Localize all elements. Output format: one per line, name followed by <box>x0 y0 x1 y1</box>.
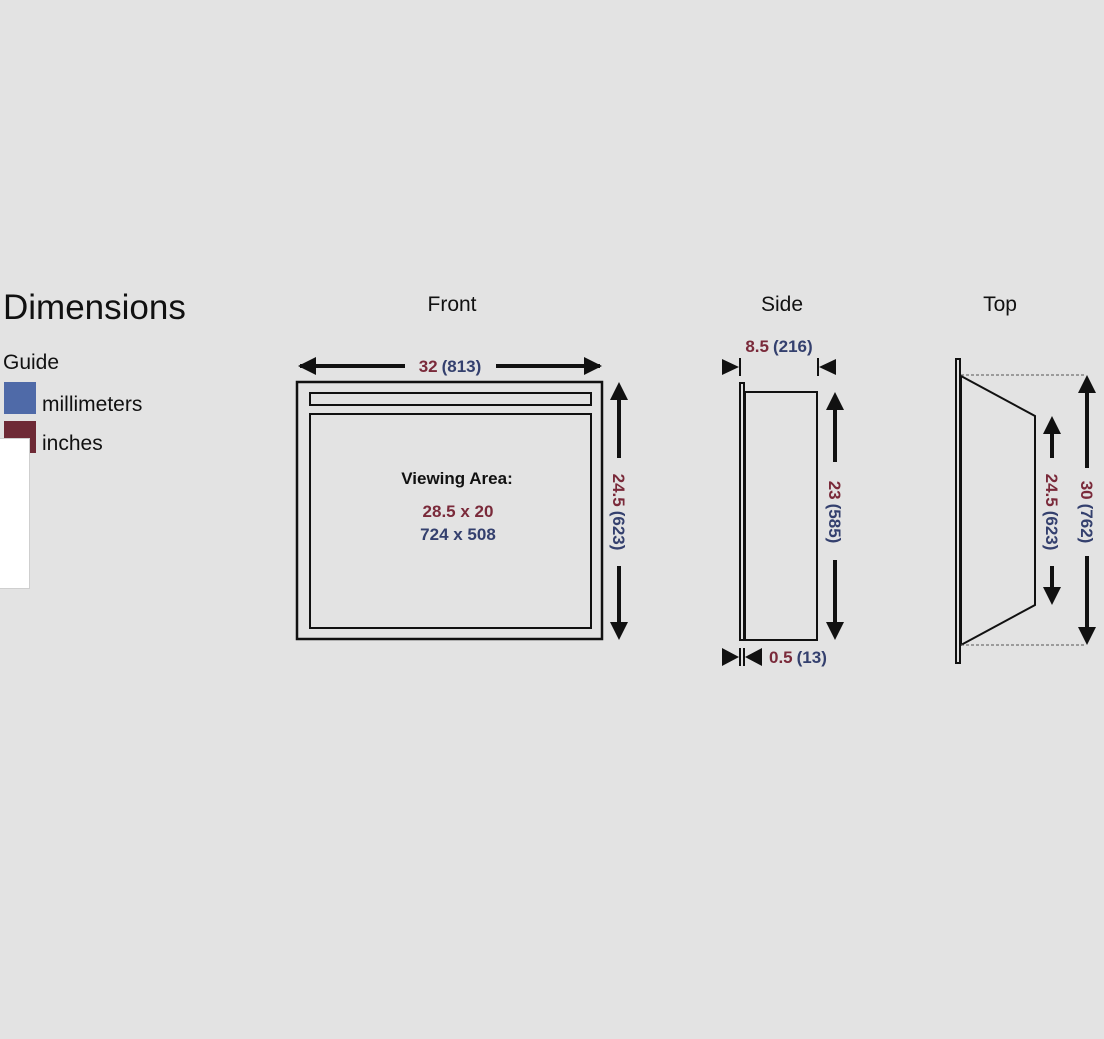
viewing-area-label: Viewing Area: <box>401 469 512 488</box>
viewing-area-inches: 28.5 x 20 <box>423 502 494 521</box>
front-width-arrowhead-right <box>584 357 602 375</box>
viewing-area-millimeters: 724 x 508 <box>420 525 496 544</box>
legend-millimeters: millimeters <box>42 393 143 416</box>
side-trim-label: 0.5(13) <box>769 648 827 667</box>
front-outer-frame <box>295 380 604 641</box>
front-height-arrowhead-bottom <box>610 622 628 640</box>
side-body <box>744 391 818 641</box>
top-inner-arrowhead-bottom <box>1043 587 1061 605</box>
front-top-vent <box>309 392 592 406</box>
side-height-arrowhead-bottom <box>826 622 844 640</box>
side-trim-arrowhead-right <box>745 648 762 666</box>
side-depth-label: 8.5(216) <box>745 337 812 356</box>
front-width-label: 32(813) <box>419 357 482 376</box>
front-view: 32(813) 24.5(623) Viewing Area: 28.5 x 2… <box>295 357 628 641</box>
millimeters-swatch <box>4 382 36 414</box>
top-trim <box>955 358 961 664</box>
page-title: Dimensions <box>3 288 186 327</box>
top-view: 24.5(623) 30(762) <box>955 358 1096 664</box>
white-panel <box>0 438 30 589</box>
front-viewing-area <box>309 413 592 629</box>
side-view: 8.5(216) 23(585) 0.5(13) <box>722 337 844 667</box>
top-inner-depth-label: 24.5(623) <box>1042 474 1061 551</box>
top-outer-depth-label: 30(762) <box>1077 481 1096 544</box>
front-height-arrowhead-top <box>610 382 628 400</box>
top-inner-arrowhead-top <box>1043 416 1061 434</box>
side-view-title: Side <box>760 293 804 316</box>
side-trim <box>739 382 745 641</box>
front-width-arrowhead-left <box>298 357 316 375</box>
legend-inches: inches <box>42 432 103 455</box>
top-outer-arrowhead-top <box>1078 375 1096 393</box>
top-view-title: Top <box>983 293 1017 316</box>
side-depth-arrowhead-left <box>722 359 739 375</box>
top-body <box>960 374 1036 647</box>
front-view-title: Front <box>427 293 477 316</box>
side-trim-arrowhead-left <box>722 648 739 666</box>
side-depth-arrowhead-right <box>819 359 836 375</box>
side-height-arrowhead-top <box>826 392 844 410</box>
top-outer-arrowhead-bottom <box>1078 627 1096 645</box>
front-height-label: 24.5(623) <box>609 474 628 551</box>
side-height-label: 23(585) <box>825 481 844 544</box>
guide-label: Guide <box>3 351 60 374</box>
